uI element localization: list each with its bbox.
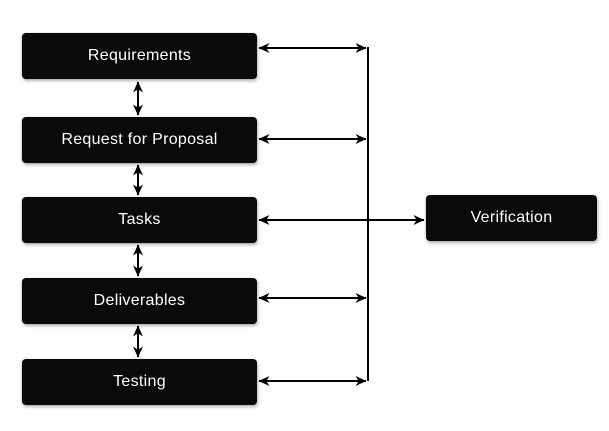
node-testing: Testing (22, 359, 257, 405)
node-request-for-proposal-label: Request for Proposal (61, 131, 218, 148)
node-deliverables-label: Deliverables (93, 292, 186, 309)
node-requirements: Requirements (22, 33, 257, 79)
node-verification: Verification (426, 195, 597, 241)
node-tasks: Tasks (22, 197, 257, 243)
node-testing-label: Testing (113, 373, 166, 390)
node-tasks-label: Tasks (118, 211, 161, 228)
node-requirements-label: Requirements (87, 47, 192, 64)
node-request-for-proposal: Request for Proposal (22, 117, 257, 163)
node-deliverables: Deliverables (22, 278, 257, 324)
node-verification-label: Verification (470, 209, 553, 226)
